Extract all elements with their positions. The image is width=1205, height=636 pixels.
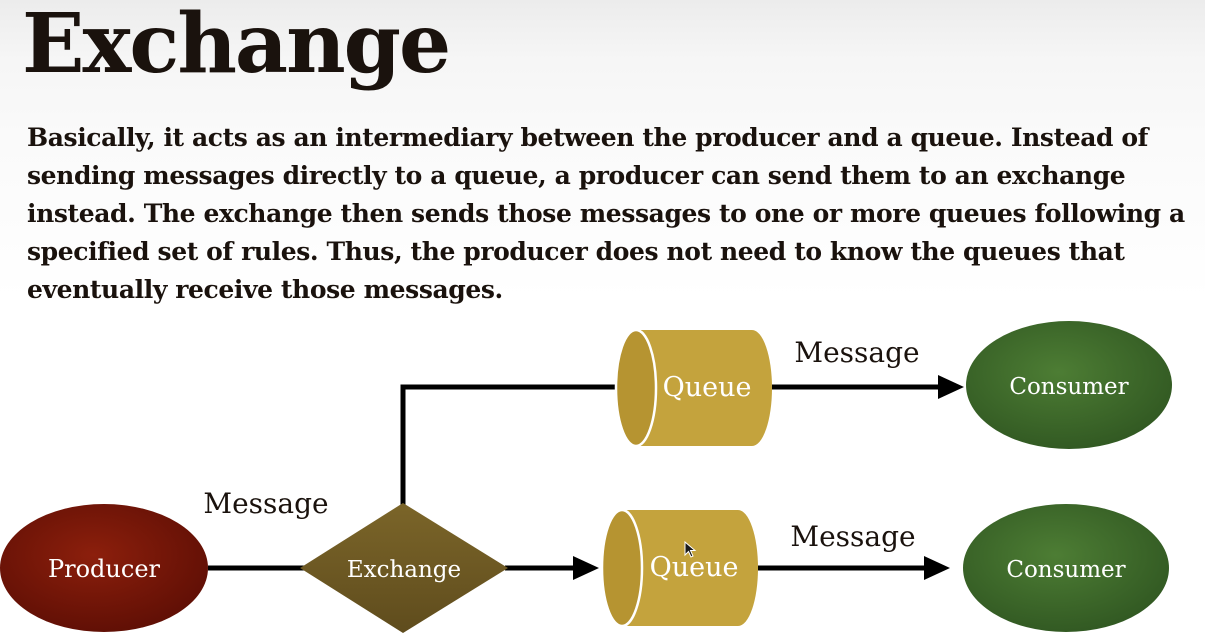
arrowhead-top-consumer: [938, 375, 964, 399]
queue-bottom-node: [600, 508, 758, 628]
description-line: sending messages directly to a queue, a …: [27, 161, 1126, 190]
arrowhead-bottom-consumer: [924, 556, 950, 580]
description-paragraph: Basically, it acts as an intermediary be…: [27, 119, 1192, 309]
exchange-node: [300, 503, 508, 633]
producer-node: [0, 504, 208, 632]
producer-label: Producer: [48, 555, 161, 583]
mouse-cursor-icon: [684, 541, 697, 558]
message-label-bottom: Message: [790, 520, 915, 553]
consumer-bottom-node: [963, 504, 1169, 632]
page-title: Exchange: [22, 0, 451, 92]
description-line: Basically, it acts as an intermediary be…: [27, 123, 1149, 152]
exchange-label: Exchange: [347, 557, 461, 583]
message-label-producer: Message: [203, 487, 328, 520]
consumer-top-node: [966, 321, 1172, 449]
description-line: eventually receive those messages.: [27, 275, 503, 304]
consumer-top-label: Consumer: [1009, 374, 1128, 400]
connector-lines: [208, 384, 940, 571]
consumer-bottom-label: Consumer: [1006, 557, 1125, 583]
message-label-top: Message: [794, 336, 919, 369]
description-line: specified set of rules. Thus, the produc…: [27, 237, 1125, 266]
queue-top-label: Queue: [663, 372, 752, 403]
queue-bottom-label: Queue: [650, 552, 739, 583]
description-line: instead. The exchange then sends those m…: [27, 199, 1185, 228]
queue-top-node: [614, 328, 772, 448]
exchange-to-top-queue-line: [400, 384, 628, 505]
arrowhead-bottom-queue: [573, 556, 599, 580]
